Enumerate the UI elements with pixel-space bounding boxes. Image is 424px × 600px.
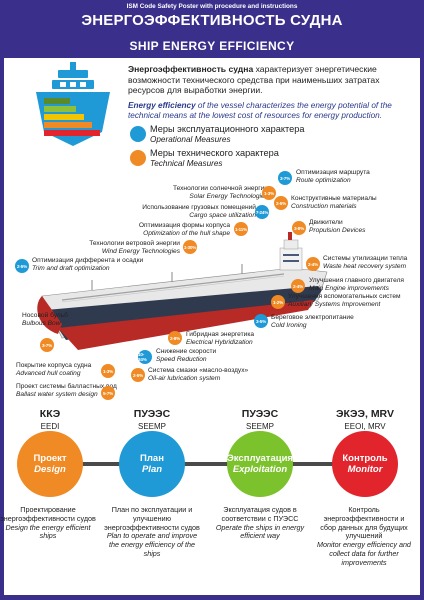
ship-energy-icon [36,62,110,146]
badge-hull-shape: 1-11% [234,222,248,236]
intro-en: Energy efficiency of the vessel characte… [128,101,392,120]
step-desc-exploitation: Эксплуатация судов в соответствии с ПУЭС… [215,505,305,541]
poster-subtitle: ISM Code Safety Poster with procedure an… [126,3,298,10]
badge-wind: 1-30% [183,240,197,254]
technical-dot-icon [130,150,146,166]
badge-solar: 1-3% [262,186,276,200]
badge-auxiliary: 1-2% [271,295,285,309]
step-desc-plan: План по эксплуатации и улучшению энергоэ… [104,505,200,558]
badge-route: 3-7% [278,171,292,185]
title-band [4,37,420,58]
step-desc-design: Проектирование энергоэффективности судов… [0,505,96,541]
legend-technical: Меры технического характера Technical Me… [130,148,390,170]
badge-cargo-space: 7-24% [255,205,269,219]
label-oil-air: Система смазки «масло-воздух»Oil-air lub… [148,367,249,382]
legend-operational: Меры эксплуатационного характера Operati… [130,124,390,146]
badge-materials: 2-5% [274,196,288,210]
badge-speed: 10-34% [138,350,152,364]
intro-ru: Энергоэффективность судна характеризует … [128,64,380,96]
badge-cold-ironing: 3-5% [254,314,268,328]
title-ru: ЭНЕРГОЭФФЕКТИВНОСТЬ СУДНА [81,12,343,29]
badge-hull-coating: 1-3% [101,364,115,378]
step-desc-monitor: Контроль энергоэффективности и сбор данн… [317,505,411,567]
badge-bulbous-bow: 3-7% [40,338,54,352]
process-arrow-line [40,462,385,466]
tanker-ship-illustration [37,232,328,350]
badge-main-engine: 2-4% [291,279,305,293]
badge-waste-heat: 2-4% [306,257,320,271]
badge-ballast: 5-7% [101,386,115,400]
badge-hybrid: 2-8% [168,331,182,345]
badge-oil-air: 2-5% [131,368,145,382]
operational-dot-icon [130,126,146,142]
badge-propulsion: 3-8% [292,221,306,235]
title-en-band: SHIP ENERGY EFFICIENCY [129,39,295,53]
poster-number: 0.070 [399,591,414,597]
badge-trim: 2-5% [15,259,29,273]
